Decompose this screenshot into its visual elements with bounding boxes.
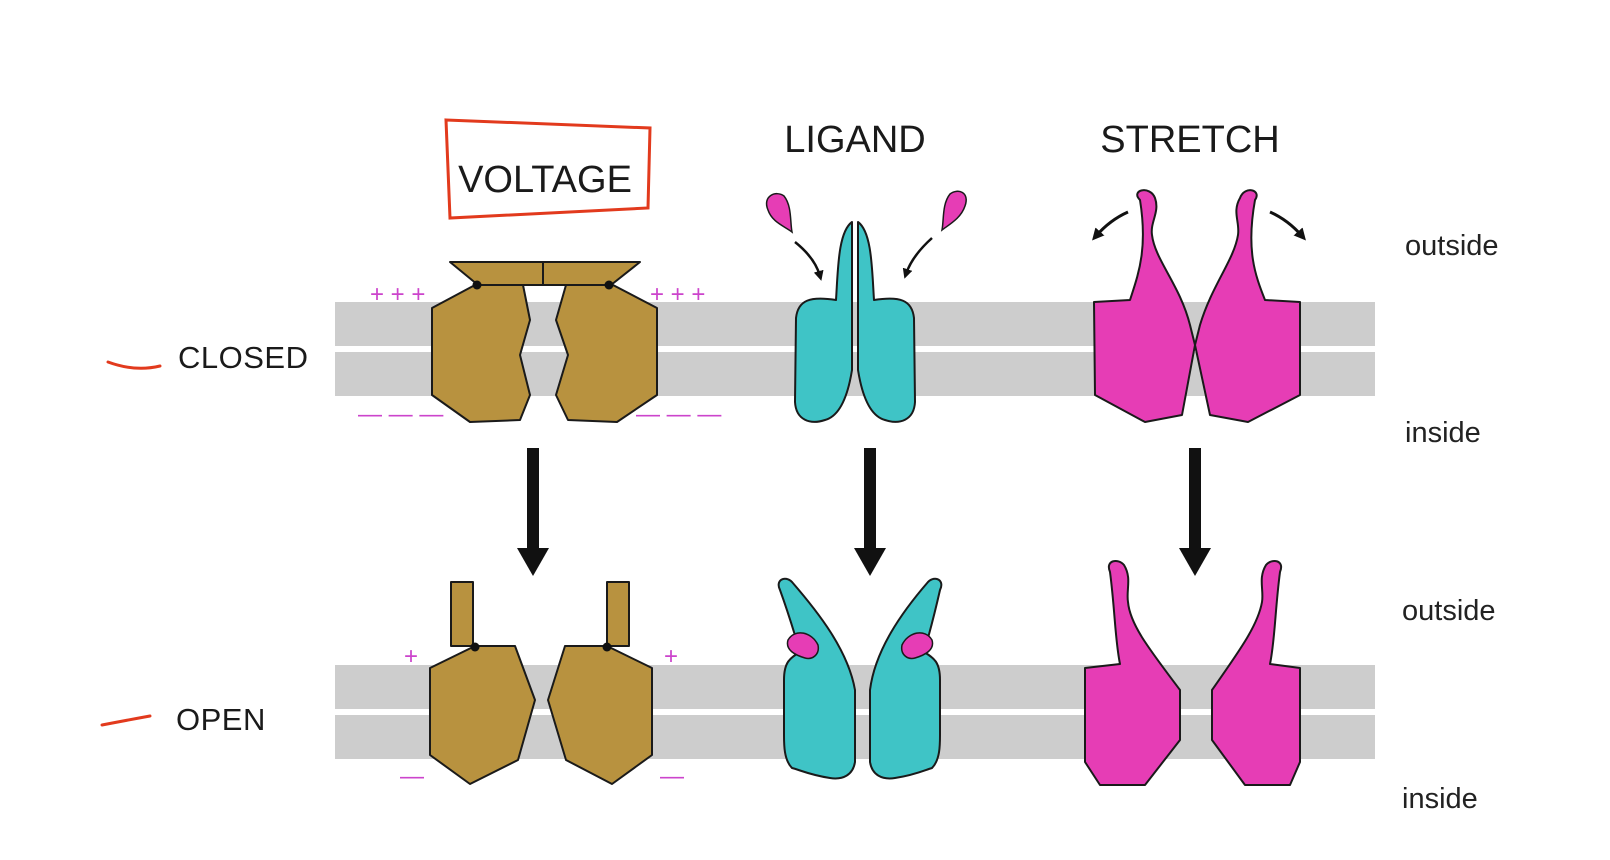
closed-charge-bottom-left: — — — xyxy=(358,401,443,428)
transition-arrow-stretch xyxy=(1179,448,1211,576)
closed-charge-top-right: + + + xyxy=(650,281,705,308)
voltage-title: VOLTAGE xyxy=(458,159,632,201)
ligand-binding-arrow-left xyxy=(794,241,824,281)
ligand-channel-closed xyxy=(794,221,916,423)
stretch-channel-open xyxy=(1084,559,1301,786)
stretch-channel-closed xyxy=(1092,189,1306,423)
open-label: OPEN xyxy=(176,702,266,737)
closed-charge-top-left: + + + xyxy=(370,281,425,308)
open-outside-label: outside xyxy=(1402,595,1496,627)
closed-inside-label: inside xyxy=(1405,417,1481,449)
closed-outside-label: outside xyxy=(1405,230,1499,262)
open-charge-top-left: + xyxy=(404,643,418,670)
voltage-highlight-box xyxy=(444,118,652,220)
closed-charge-bottom-right: — — — xyxy=(636,401,721,428)
voltage-channel-closed xyxy=(431,261,658,423)
transition-arrow-ligand xyxy=(854,448,886,576)
ligand-molecules-bound xyxy=(786,632,934,660)
open-annotation-mark xyxy=(100,714,152,727)
stretch-title: STRETCH xyxy=(1100,119,1279,161)
open-charge-top-right: + xyxy=(664,643,678,670)
closed-label: CLOSED xyxy=(178,340,308,375)
ligand-binding-arrow-right xyxy=(902,237,933,279)
open-inside-label: inside xyxy=(1402,783,1478,815)
ligand-bound-left xyxy=(786,632,820,660)
ligand-molecule-right xyxy=(940,190,967,232)
open-charge-bottom-left: — xyxy=(400,763,424,790)
stretch-arrow-left xyxy=(1092,210,1129,241)
ligand-molecules-closed xyxy=(765,190,967,281)
ligand-molecule-left xyxy=(765,192,794,234)
stretch-arrow-right xyxy=(1269,210,1306,241)
ligand-title: LIGAND xyxy=(784,119,925,161)
transition-arrow-voltage xyxy=(517,448,549,576)
voltage-channel-open xyxy=(429,581,653,785)
open-charge-bottom-right: — xyxy=(660,763,684,790)
closed-annotation-mark xyxy=(106,360,162,370)
ligand-channel-open xyxy=(777,577,943,780)
ligand-bound-right xyxy=(900,632,934,660)
